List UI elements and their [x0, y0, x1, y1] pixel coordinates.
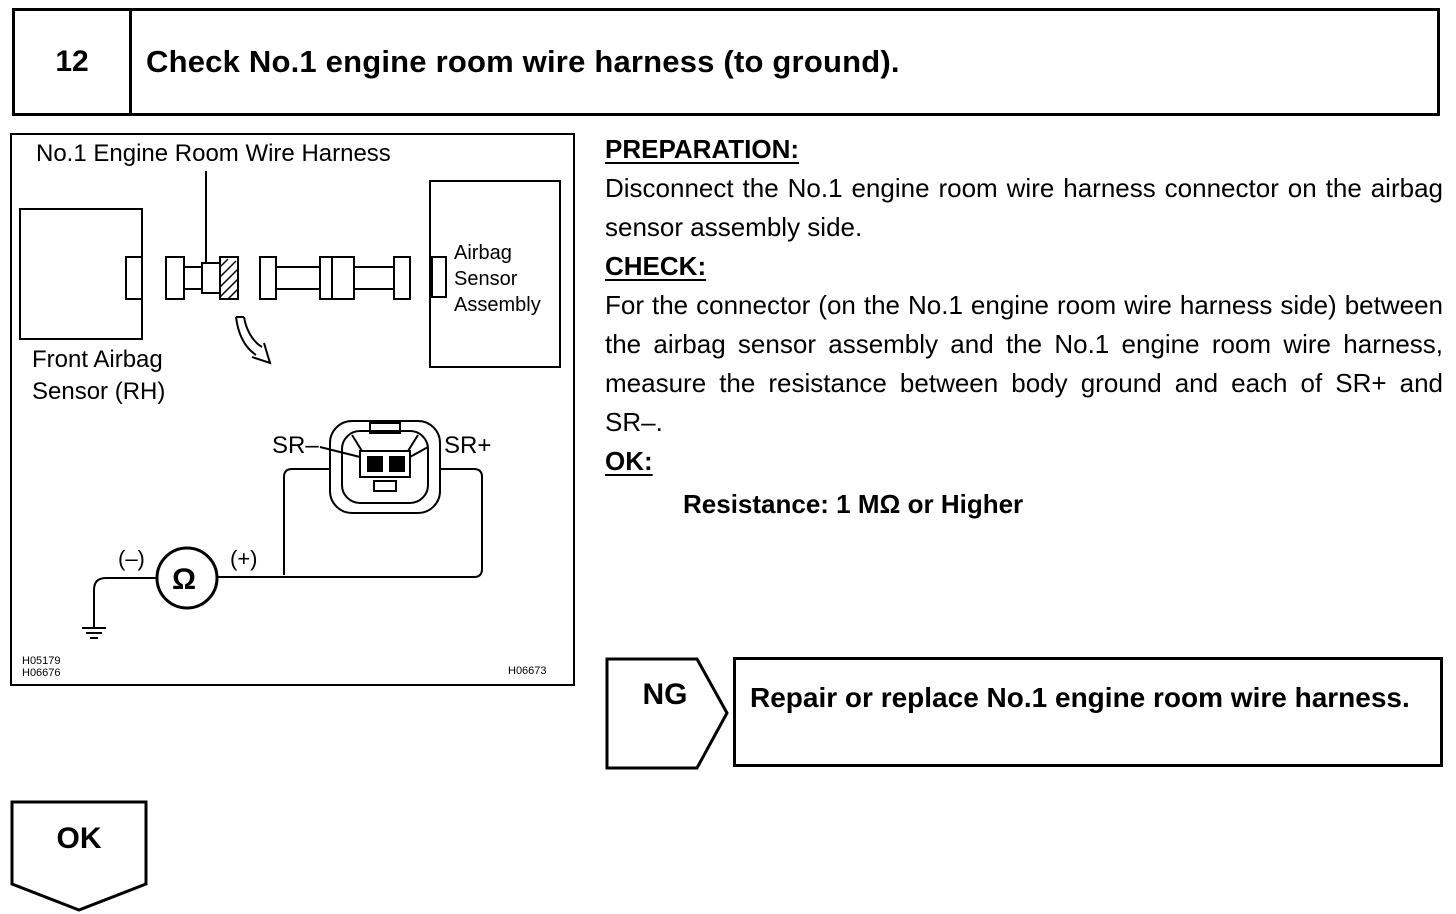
- step-title: Check No.1 engine room wire harness (to …: [146, 44, 900, 79]
- preparation-text: Disconnect the No.1 engine room wire har…: [605, 173, 1443, 242]
- assembly-box: [429, 180, 561, 368]
- diagram-drawing: [19, 171, 561, 639]
- figure-code-left-1: H05179: [22, 655, 61, 667]
- front-sensor-connector: [125, 256, 143, 300]
- assembly-label-1: Airbag: [454, 242, 512, 264]
- harness-connector-left: [165, 256, 185, 300]
- front-sensor-box: [19, 208, 143, 340]
- harness-label: No.1 Engine Room Wire Harness: [36, 140, 391, 167]
- instructions: PREPARATION: Disconnect the No.1 engine …: [605, 130, 1443, 524]
- sr-plus-label: SR+: [444, 432, 492, 459]
- sr-minus-label: SR–: [272, 432, 319, 459]
- check-heading: CHECK:: [605, 251, 707, 281]
- ohm-symbol: Ω: [172, 563, 197, 596]
- harness-connector-right: [259, 256, 277, 300]
- wiring-diagram: No.1 Engine Room Wire Harness Front Airb…: [10, 133, 575, 686]
- preparation-heading: PREPARATION:: [605, 134, 800, 164]
- ok-heading: OK:: [605, 446, 653, 476]
- assembly-label-2: Sensor: [454, 268, 518, 290]
- figure-code-right: H06673: [508, 665, 547, 677]
- step-header: 12 Check No.1 engine room wire harness (…: [12, 8, 1440, 116]
- ok-arrow-shape: [10, 800, 148, 912]
- ok-spec: Resistance: 1 MΩ or Higher: [683, 489, 1024, 519]
- ng-label: NG: [642, 678, 688, 711]
- assembly-label-3: Assembly: [454, 294, 541, 316]
- front-sensor-label-1: Front Airbag: [32, 346, 163, 373]
- step-number: 12: [15, 11, 132, 113]
- front-sensor-label-2: Sensor (RH): [32, 378, 166, 405]
- ng-action-text: Repair or replace No.1 engine room wire …: [750, 682, 1410, 713]
- meter-pos-label: (+): [230, 546, 258, 571]
- ng-action-box: Repair or replace No.1 engine room wire …: [733, 657, 1443, 767]
- figure-code-left-2: H06676: [22, 667, 61, 679]
- ng-arrow-shape: [605, 657, 729, 770]
- ok-label: OK: [56, 822, 102, 855]
- check-text: For the connector (on the No.1 engine ro…: [605, 290, 1443, 437]
- meter-neg-label: (–): [118, 546, 145, 571]
- connector-face: [329, 420, 441, 514]
